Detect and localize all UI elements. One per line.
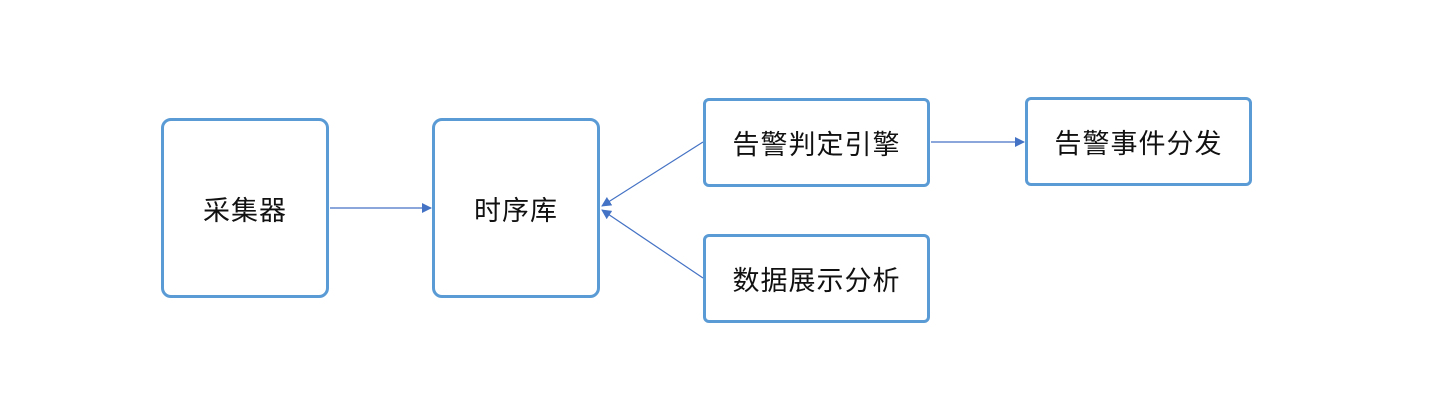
node-collector-label: 采集器 [203, 195, 287, 227]
edge-alert-engine-to-tsdb [601, 141, 704, 207]
node-tsdb: 时序库 [432, 118, 600, 298]
node-alert-engine-label: 告警判定引擎 [732, 130, 901, 161]
node-collector: 采集器 [161, 118, 329, 298]
node-dispatch: 告警事件分发 [1025, 97, 1252, 186]
node-analysis-label: 数据展示分析 [732, 266, 901, 297]
node-analysis: 数据展示分析 [703, 234, 930, 323]
node-dispatch-label: 告警事件分发 [1054, 129, 1223, 160]
edge-analysis-to-tsdb [601, 209, 704, 279]
node-tsdb-label: 时序库 [474, 195, 558, 227]
node-alert-engine: 告警判定引擎 [703, 98, 930, 187]
